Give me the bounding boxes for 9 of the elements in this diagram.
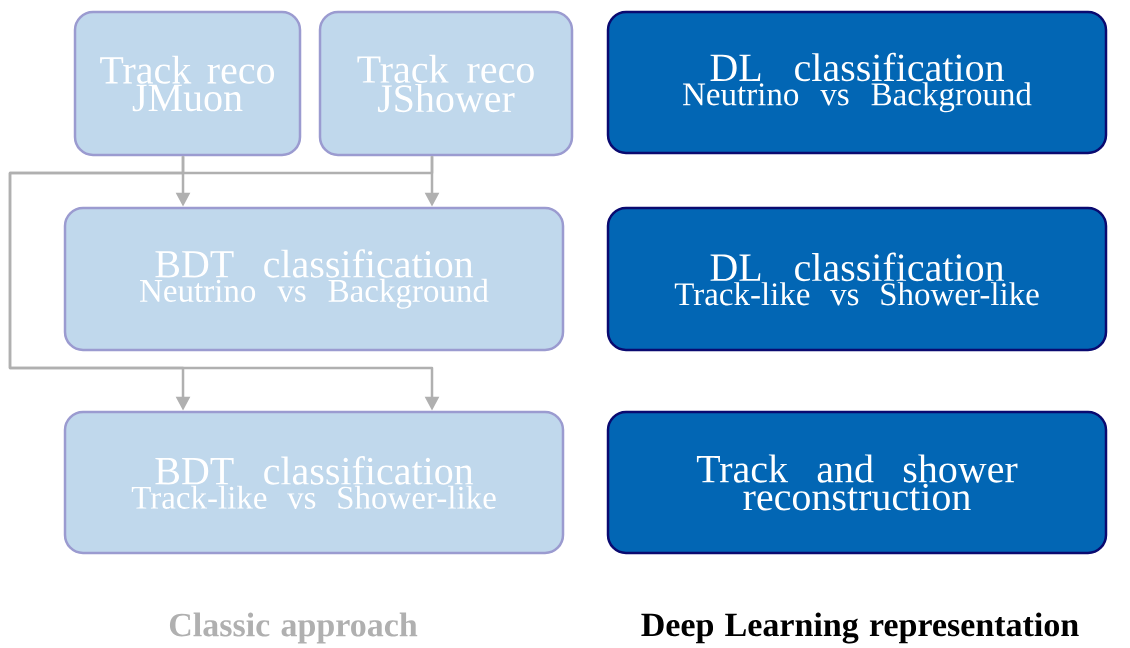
section-label: Classic approach	[169, 612, 418, 644]
process-box: BDT classification Track-like vs Shower-like	[63, 410, 565, 555]
process-box: BDT classification Neutrino vs Background	[63, 206, 565, 352]
process-box: DL classification Neutrino vs Background	[606, 10, 1108, 155]
process-box: Track reco JShower	[318, 10, 574, 157]
process-box: Track and shower reconstruction	[606, 410, 1108, 555]
process-box: DL classification Track-like vs Shower-like	[606, 206, 1108, 352]
section-label: Deep Learning representation	[641, 612, 1079, 644]
process-box: Track reco JMuon	[73, 10, 302, 157]
